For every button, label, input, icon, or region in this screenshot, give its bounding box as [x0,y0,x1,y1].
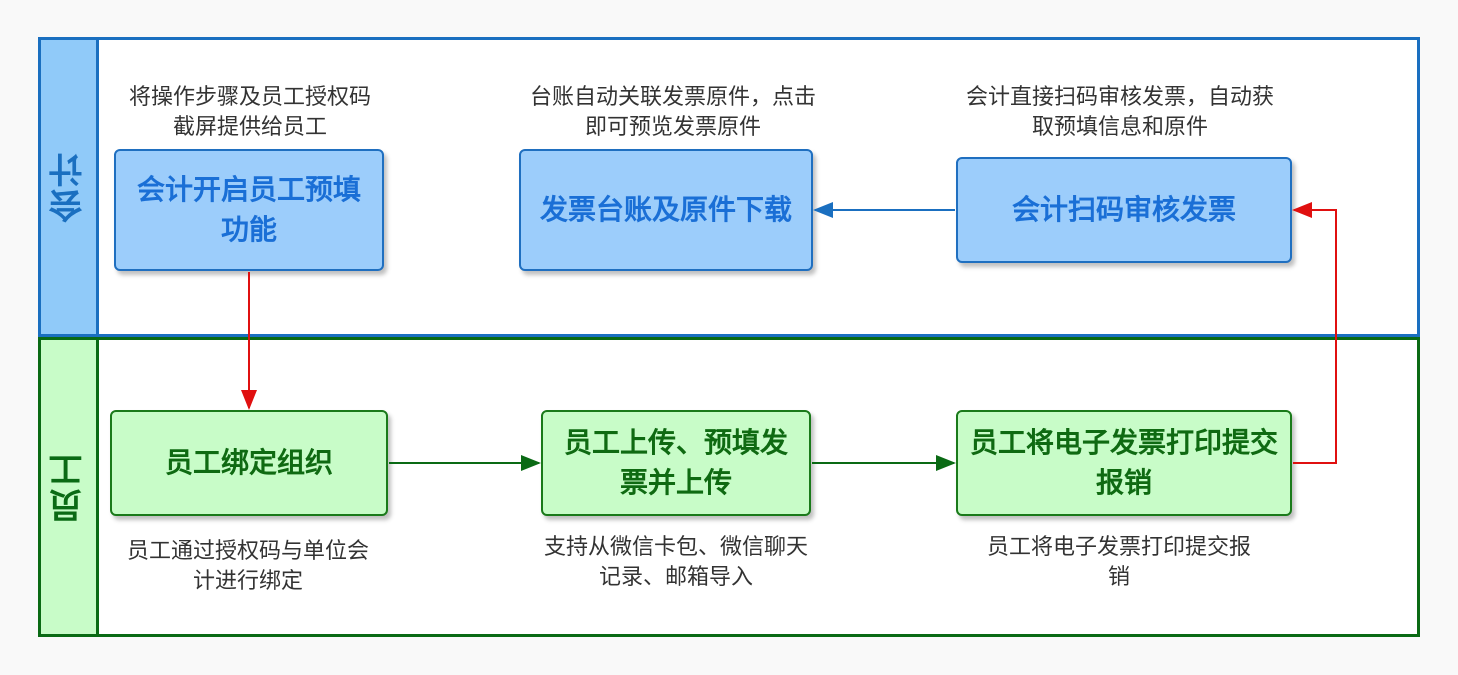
node-bind-org[interactable]: 员工绑定组织 [110,410,388,516]
note-print-submit: 员工将电子发票打印提交报销 [986,535,1251,590]
node-invoice-ledger[interactable]: 发票台账及原件下载 [519,149,813,271]
node-upload-prefill-label: 员工上传、预填发票并上传 [563,426,788,499]
note-scan-review: 会计直接扫码审核发票，自动获取预填信息和原件 [965,85,1274,140]
lane-employee-header: 员工 [41,340,99,634]
lane-employee-title: 员工 [49,451,89,523]
lane-accountant-header: 会计 [41,40,99,334]
node-scan-review[interactable]: 会计扫码审核发票 [956,157,1292,263]
note-upload-prefill: 支持从微信卡包、微信聊天记录、邮箱导入 [543,535,808,590]
lane-accountant-title: 会计 [49,151,89,223]
node-bind-org-label: 员工绑定组织 [164,446,333,479]
node-print-submit[interactable]: 员工将电子发票打印提交报销 [956,410,1292,516]
node-print-submit-label: 员工将电子发票打印提交报销 [970,426,1279,499]
note-invoice-ledger: 台账自动关联发票原件，点击即可预览发票原件 [529,85,816,140]
node-invoice-ledger-label: 发票台账及原件下载 [539,193,792,226]
node-enable-prefill[interactable]: 会计开启员工预填功能 [114,149,384,271]
node-scan-review-label: 会计扫码审核发票 [1011,193,1236,226]
node-enable-prefill-label: 会计开启员工预填功能 [136,173,361,246]
note-enable-prefill: 将操作步骤及员工授权码截屏提供给员工 [128,85,371,140]
note-bind-org: 员工通过授权码与单位会计进行绑定 [126,539,369,594]
node-upload-prefill[interactable]: 员工上传、预填发票并上传 [541,410,811,516]
